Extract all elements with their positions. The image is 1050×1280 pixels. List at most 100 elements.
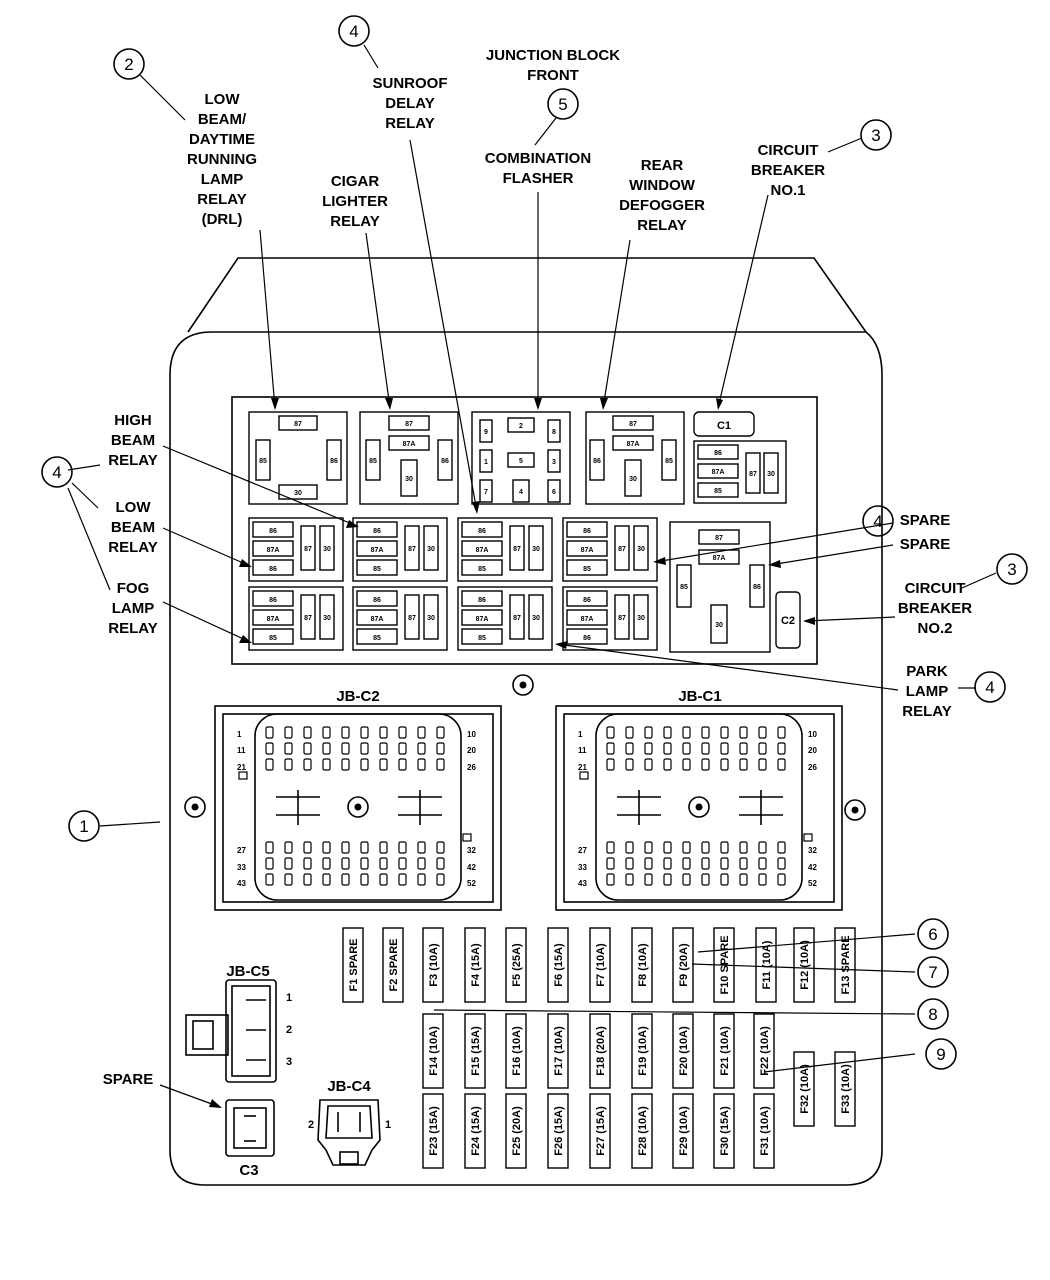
latch-clip bbox=[276, 790, 320, 825]
fuse-row3: F27 (15A) bbox=[589, 1093, 611, 1169]
pin-label: 87A bbox=[403, 441, 416, 448]
pin-label: 30 bbox=[629, 476, 637, 483]
leader-lines bbox=[67, 44, 997, 1108]
pin-label: 87A bbox=[267, 547, 280, 554]
mini-relay-terminal bbox=[763, 452, 779, 494]
terminal-slot bbox=[379, 742, 388, 755]
pin-number: 27 bbox=[237, 846, 246, 855]
pin-number: 33 bbox=[578, 863, 587, 872]
flasher-pin-label: 2 bbox=[519, 423, 523, 430]
terminal-slot bbox=[777, 857, 786, 870]
terminal-slot bbox=[322, 873, 331, 886]
fuse-label: F33 (10A) bbox=[840, 1064, 852, 1114]
spare-c3-label-line: SPARE bbox=[103, 1071, 154, 1088]
mini-relay-terminal bbox=[300, 525, 316, 571]
latch-clip bbox=[617, 790, 661, 825]
terminal-slot bbox=[777, 726, 786, 739]
callout-number: 3 bbox=[1007, 560, 1016, 579]
pin-number: 21 bbox=[578, 763, 587, 772]
flasher-pin-label: 4 bbox=[519, 489, 523, 496]
mini-relay-terminal bbox=[528, 594, 544, 640]
spare-relay-label-1: SPARE bbox=[900, 512, 951, 529]
terminal-slot bbox=[739, 857, 748, 870]
terminal-slot bbox=[644, 758, 653, 771]
pin-label: 85 bbox=[714, 488, 722, 495]
terminal-slot bbox=[265, 758, 274, 771]
pin-label: 86 bbox=[373, 597, 381, 604]
callout-ring bbox=[917, 998, 949, 1030]
jbc5-connector bbox=[185, 979, 277, 1083]
fuse-label: F2 SPARE bbox=[388, 939, 400, 992]
low-beam-drl-relay-label-line: RUNNING bbox=[187, 151, 257, 168]
pin-label: 86 bbox=[714, 450, 722, 457]
mini-relay-terminal bbox=[356, 521, 398, 538]
key-tab bbox=[803, 833, 813, 842]
fuse-label: F31 (10A) bbox=[759, 1106, 771, 1156]
latch-clip bbox=[739, 790, 783, 825]
mini-relay-terminal bbox=[614, 594, 630, 640]
terminal-slot bbox=[341, 742, 350, 755]
connector-bolt-icon bbox=[695, 803, 703, 811]
pin-label: 85 bbox=[373, 635, 381, 642]
pin-label: 87 bbox=[304, 615, 312, 622]
callout-circle: 8 bbox=[917, 998, 949, 1030]
terminal-slot bbox=[284, 758, 293, 771]
park-lamp-relay-label-line: PARK bbox=[906, 663, 948, 680]
pin-label: 30 bbox=[532, 546, 540, 553]
fuse-row2b: F33 (10A) bbox=[834, 1051, 856, 1127]
callout-number: 6 bbox=[928, 925, 937, 944]
pin-label: 85 bbox=[478, 566, 486, 573]
flasher-terminal bbox=[512, 479, 530, 503]
relay-park-lamp-area: 87 87A 85 86 30 bbox=[669, 521, 771, 653]
circuit-breaker-1-label-line: CIRCUIT bbox=[758, 142, 819, 159]
rear-window-defogger-relay-label-line: DEFOGGER bbox=[619, 197, 705, 214]
low-beam-drl-relay-label-line: BEAM/ bbox=[198, 111, 247, 128]
terminal-slot bbox=[758, 841, 767, 854]
jbc5-label: JB-C5 bbox=[226, 963, 269, 980]
cigar-lighter-relay-label-line: CIGAR bbox=[331, 173, 380, 190]
pin-number: 26 bbox=[467, 763, 476, 772]
pin-label: 30 bbox=[323, 546, 331, 553]
fuse-label: F12 (10A) bbox=[799, 940, 811, 990]
fuse-label: F20 (10A) bbox=[678, 1026, 690, 1076]
latch-clip bbox=[398, 790, 442, 825]
fuse-row3: F31 (10A) bbox=[753, 1093, 775, 1169]
fuse-label: F22 (10A) bbox=[759, 1026, 771, 1076]
terminal-slot bbox=[303, 742, 312, 755]
fuse-body bbox=[713, 1093, 735, 1169]
fuse-label: F18 (20A) bbox=[595, 1026, 607, 1076]
mini-relay-terminal bbox=[697, 444, 739, 460]
pin-label: 86 bbox=[269, 528, 277, 535]
terminal-slot bbox=[341, 726, 350, 739]
pin-number: 20 bbox=[808, 746, 817, 755]
terminal-slot bbox=[341, 857, 350, 870]
fuse-row1: F5 (25A) bbox=[505, 927, 527, 1003]
fuse-row2: F16 (10A) bbox=[505, 1013, 527, 1089]
pin-label: 87 bbox=[408, 615, 416, 622]
fuse-label: F30 (15A) bbox=[719, 1106, 731, 1156]
terminal-slot bbox=[758, 857, 767, 870]
pin-label: 30 bbox=[294, 490, 302, 497]
fuse-body bbox=[464, 1013, 486, 1089]
terminal-slot bbox=[284, 726, 293, 739]
terminal-slot bbox=[303, 726, 312, 739]
callout-number: 9 bbox=[936, 1045, 945, 1064]
terminal-slot bbox=[682, 726, 691, 739]
terminal-slot bbox=[663, 726, 672, 739]
callout-circle: 9 bbox=[925, 1038, 957, 1070]
pin-number: 10 bbox=[467, 730, 476, 739]
jbc5-pin-1: 1 bbox=[286, 992, 292, 1004]
c3-label: C3 bbox=[239, 1162, 258, 1179]
mini-relay-terminal bbox=[404, 525, 420, 571]
fuse-label: F7 (10A) bbox=[595, 943, 607, 987]
pin-number: 52 bbox=[808, 879, 817, 888]
circuit-breaker-2-label-line: NO.2 bbox=[917, 620, 952, 637]
mini-relay-terminal bbox=[461, 521, 503, 538]
mini-relay-terminal bbox=[461, 540, 503, 557]
callout-ring bbox=[338, 15, 370, 47]
callout-ring bbox=[925, 1038, 957, 1070]
high-beam-relay-label-line: HIGH bbox=[114, 412, 152, 429]
